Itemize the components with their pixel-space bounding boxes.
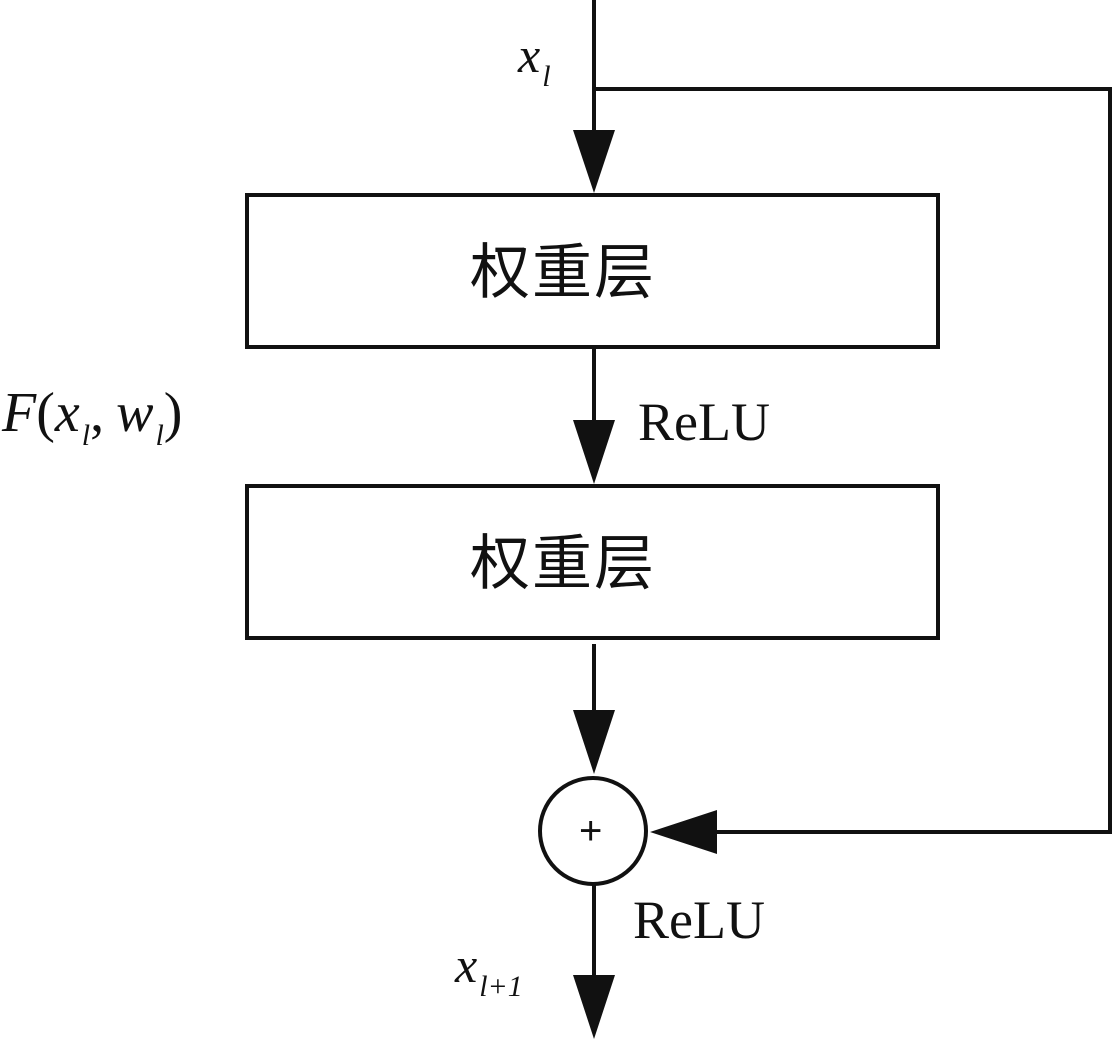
- input-arrowhead: [573, 130, 615, 193]
- relu-2-label: ReLU: [633, 890, 765, 950]
- skip-arrowhead: [650, 810, 717, 854]
- output-label: xl+1: [455, 937, 523, 1002]
- residual-close-paren: ): [163, 382, 183, 444]
- weight-layer-2-box: [245, 484, 940, 640]
- output-label-base: x: [455, 937, 478, 993]
- relu-1-arrowhead: [573, 420, 615, 484]
- input-label-sub: l: [542, 60, 551, 93]
- residual-w-sub: l: [155, 419, 164, 452]
- input-label-base: x: [518, 27, 541, 83]
- weight-layer-2-label: 权重层: [470, 529, 656, 599]
- weight-layer-1-label: 权重层: [470, 238, 656, 308]
- residual-function-label: F(xl,wl): [2, 382, 183, 451]
- residual-comma: ,: [90, 382, 105, 444]
- residual-w: w: [116, 382, 154, 444]
- sum-symbol: +: [579, 809, 603, 853]
- residual-func-name: F: [2, 382, 37, 444]
- output-arrowhead: [573, 975, 615, 1039]
- output-label-sub: l+1: [479, 970, 523, 1003]
- to-sum-arrowhead: [573, 710, 615, 774]
- residual-open-paren: (: [36, 382, 55, 444]
- weight-layer-1-box: [245, 193, 940, 349]
- residual-x-sub: l: [81, 419, 91, 452]
- residual-x: x: [54, 382, 80, 444]
- relu-1-label: ReLU: [638, 392, 770, 452]
- skip-connection-line: [594, 87, 1112, 834]
- input-label: xl: [518, 27, 551, 92]
